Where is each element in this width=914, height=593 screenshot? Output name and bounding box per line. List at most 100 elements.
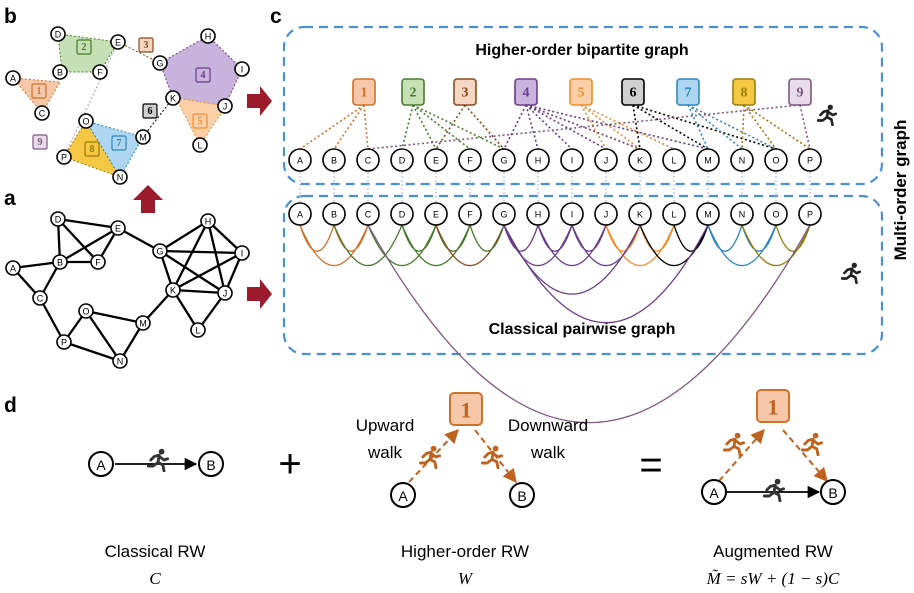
caption-classical: Classical RW	[105, 542, 206, 561]
panel-a-node-j: J	[217, 285, 233, 301]
bipartite-hyperedge-9: 9	[788, 78, 812, 106]
panel-b-hyperedges	[11, 33, 243, 178]
bipartite-hyperedge-6: 6	[621, 78, 645, 106]
panel-b-node-p: P	[56, 149, 72, 165]
runner-icon	[722, 432, 746, 456]
svg-text:B: B	[331, 210, 337, 220]
panel-b-node-l: L	[192, 137, 208, 153]
caption-augmented: Augmented RW	[713, 542, 833, 561]
svg-text:I: I	[571, 156, 574, 166]
svg-text:B: B	[517, 488, 526, 504]
svg-text:1: 1	[37, 86, 42, 97]
panel-a-node-m: M	[135, 315, 151, 331]
svg-text:F: F	[467, 156, 473, 166]
d1-node-b: B	[198, 451, 224, 477]
downward-line-1: Downward	[508, 416, 588, 435]
panel-b-node-j: J	[217, 98, 233, 114]
pc-bottom-node-d: D	[390, 202, 414, 226]
arrow-a-to-c	[247, 279, 272, 309]
upward-line-1: Upward	[356, 416, 415, 435]
svg-text:G: G	[156, 247, 163, 257]
panel-b-node-f: F	[92, 64, 108, 80]
d2-node-b: B	[509, 482, 535, 508]
svg-text:D: D	[399, 156, 406, 166]
panel-a-node-e: E	[110, 220, 126, 236]
svg-text:K: K	[637, 156, 643, 166]
runner-icon	[816, 104, 838, 126]
svg-text:O: O	[82, 117, 89, 127]
pc-bottom-node-a: A	[288, 202, 312, 226]
svg-text:B: B	[206, 457, 215, 473]
svg-text:5: 5	[578, 86, 585, 101]
panel-a-node-n: N	[112, 353, 128, 369]
svg-text:G: G	[500, 210, 507, 220]
svg-text:P: P	[61, 338, 67, 348]
upward-line-2: walk	[367, 443, 403, 462]
panel-a-node-d: D	[50, 211, 66, 227]
svg-text:6: 6	[148, 106, 153, 117]
panel-b-hyperedge-9: 9	[32, 134, 48, 150]
svg-text:C: C	[365, 156, 372, 166]
panel-b-node-n: N	[112, 169, 128, 185]
pc-bottom-node-m: M	[696, 202, 720, 226]
bipartite-hyperedge-8: 8	[732, 78, 756, 106]
svg-text:K: K	[170, 286, 176, 296]
svg-text:M: M	[704, 210, 712, 220]
d2-hyperedge-1: 1	[449, 392, 483, 426]
d3-node-a: A	[701, 479, 727, 505]
svg-text:1: 1	[768, 395, 779, 420]
svg-text:A: A	[96, 457, 106, 473]
bipartite-hyperedge-7: 7	[676, 78, 700, 106]
pc-top-node-f: F	[458, 148, 482, 172]
d3-hyperedge-1: 1	[756, 389, 790, 423]
panel-b-hyperedge-6: 6	[142, 103, 158, 119]
pc-bottom-node-h: H	[526, 202, 550, 226]
panel-b-node-i: I	[234, 61, 250, 77]
svg-text:B: B	[828, 485, 837, 501]
pairwise-box	[282, 194, 884, 356]
svg-text:M: M	[139, 133, 147, 143]
svg-text:L: L	[671, 210, 676, 220]
red-arrows	[133, 86, 272, 309]
svg-text:L: L	[195, 326, 200, 336]
panel-b-hyperedge-4: 4	[195, 67, 211, 83]
svg-text:A: A	[297, 156, 303, 166]
svg-text:H: H	[205, 217, 212, 227]
svg-text:B: B	[57, 68, 63, 78]
pc-bottom-node-c: C	[356, 202, 380, 226]
svg-text:1: 1	[461, 398, 472, 423]
svg-text:G: G	[500, 156, 507, 166]
svg-text:I: I	[241, 65, 244, 75]
svg-text:O: O	[772, 156, 779, 166]
panel-b-hyperedge-5: 5	[192, 113, 208, 129]
svg-text:L: L	[671, 156, 676, 166]
panel-b-hyperedge-8: 8	[84, 141, 100, 157]
svg-text:7: 7	[685, 86, 692, 101]
svg-text:8: 8	[741, 86, 748, 101]
plus-sign: +	[278, 442, 301, 486]
svg-text:P: P	[807, 210, 813, 220]
svg-text:C: C	[39, 109, 46, 119]
panel-b-node-o: O	[78, 113, 94, 129]
svg-text:K: K	[637, 210, 643, 220]
panel-b-node-c: C	[34, 105, 50, 121]
svg-text:A: A	[10, 264, 16, 274]
panel-a-node-c: C	[32, 290, 48, 306]
svg-text:J: J	[223, 102, 228, 112]
svg-text:E: E	[115, 224, 121, 234]
svg-text:7: 7	[117, 138, 122, 149]
svg-text:2: 2	[82, 42, 87, 53]
svg-text:A: A	[10, 74, 16, 84]
caption-higher-order: Higher-order RW	[401, 542, 529, 561]
panel-a-node-h: H	[200, 213, 216, 229]
panel-b-node-g: G	[152, 55, 168, 71]
svg-text:M: M	[704, 156, 712, 166]
svg-text:E: E	[433, 156, 439, 166]
svg-text:D: D	[55, 30, 62, 40]
pc-top-node-e: E	[424, 148, 448, 172]
bipartite-hyperedge-4: 4	[514, 78, 538, 106]
bipartite-hyperedge-2: 2	[401, 78, 425, 106]
svg-text:H: H	[205, 32, 212, 42]
pc-bottom-node-l: L	[662, 202, 686, 226]
svg-text:K: K	[170, 94, 176, 104]
